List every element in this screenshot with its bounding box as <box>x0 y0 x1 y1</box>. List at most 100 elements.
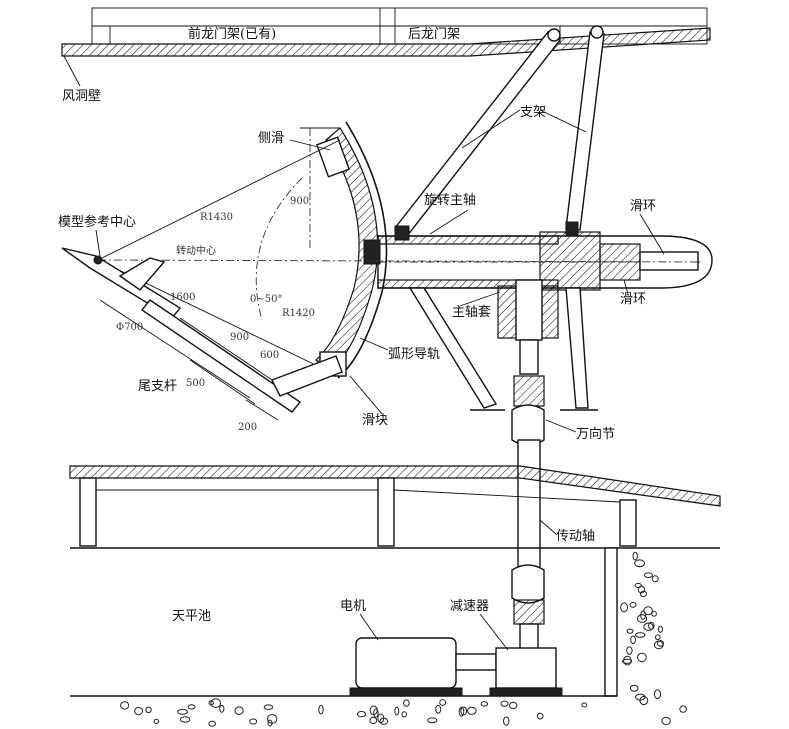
motor-reducer <box>349 637 563 697</box>
gravel-stone <box>509 701 518 710</box>
gravel-stone <box>581 702 588 708</box>
gravel-stone <box>357 710 366 718</box>
diagram-labels: 前龙门架(已有) 后龙门架 风洞壁 支架 侧滑 旋转主轴 滑环 滑环 模型参考中… <box>58 26 656 624</box>
gravel-stone <box>620 602 628 613</box>
gravel-stone <box>648 621 655 630</box>
gravel-stone <box>263 704 274 711</box>
gravel-stone <box>439 699 447 706</box>
tunnel-floor <box>69 465 721 549</box>
gravel-stone <box>630 635 636 645</box>
gravel-stone <box>219 704 225 713</box>
gravel-stone <box>134 707 144 716</box>
gravel-stone <box>626 628 634 634</box>
label-dim-d700: Φ700 <box>116 322 143 333</box>
label-front-gantry: 前龙门架(已有) <box>188 26 276 42</box>
upper-tunnel-wall <box>61 27 711 57</box>
label-support-frame: 支架 <box>520 105 546 120</box>
label-slip-ring-top: 滑环 <box>630 199 656 214</box>
gravel-stone <box>187 704 196 710</box>
gravel-stone <box>427 717 438 724</box>
gravel-stone <box>401 711 408 718</box>
shaft-legs <box>408 279 598 411</box>
gravel-stone <box>394 706 400 716</box>
label-main-shaft-sleeve: 主轴套 <box>452 304 491 320</box>
gravel-stone <box>679 705 687 713</box>
gravel-stone <box>623 655 632 666</box>
arc-guide-rail <box>315 121 388 379</box>
main-shaft-assembly <box>377 221 713 291</box>
label-model-ref-center: 模型参考中心 <box>58 214 136 230</box>
label-tunnel-wall: 风洞壁 <box>62 89 101 104</box>
gravel-stone <box>318 704 324 715</box>
gravel-stone <box>458 706 465 717</box>
label-range-1: R1420 <box>282 308 315 319</box>
gravel-stone <box>480 701 489 707</box>
gravel-stone <box>643 572 653 578</box>
gravel-stone <box>653 689 662 700</box>
gravel-stone <box>210 698 221 708</box>
label-rotation-center: 转动中心 <box>176 244 216 257</box>
label-dim-500: 500 <box>186 378 205 389</box>
label-roll: 侧滑 <box>258 131 284 146</box>
gravel-stone <box>120 701 130 710</box>
gravel-stone <box>629 602 637 608</box>
gravel-stone <box>369 705 378 716</box>
label-dim-200: 200 <box>238 422 257 433</box>
label-dim-900b: 900 <box>230 332 249 343</box>
gravel-stone <box>661 716 671 726</box>
gravel-stone <box>629 684 639 692</box>
label-dim-1600: 1600 <box>170 292 195 303</box>
gravel-stone <box>403 699 410 707</box>
gravel-stone <box>657 640 664 647</box>
gravel-stone <box>249 718 258 725</box>
leader-lines <box>63 55 665 651</box>
gravel-stone <box>640 590 647 598</box>
gravel-stone <box>651 610 657 617</box>
label-range-2: 0~50° <box>250 294 282 305</box>
ground-texture <box>120 551 687 727</box>
label-slip-ring-bottom: 滑环 <box>620 292 646 307</box>
drive-train <box>511 339 545 653</box>
label-tail-sting: 尾支杆 <box>138 379 177 394</box>
gravel-stone <box>153 718 160 725</box>
gravel-stone <box>635 632 646 638</box>
gravel-stone <box>657 625 664 633</box>
gravel-stone <box>208 700 214 706</box>
gravel-stone <box>622 658 633 664</box>
gravel-stone <box>373 708 379 718</box>
gravel-stone <box>643 606 653 616</box>
gravel-stone <box>145 706 152 713</box>
model-and-sting <box>61 247 343 413</box>
gravel-stone <box>655 634 661 641</box>
gravel-stone <box>634 582 642 589</box>
gravel-stone <box>637 652 647 663</box>
label-drive-shaft: 传动轴 <box>556 529 595 544</box>
label-motor: 电机 <box>340 599 366 614</box>
gravel-stone <box>435 704 442 714</box>
label-dim-900: 900 <box>290 196 309 207</box>
label-rear-gantry: 后龙门架 <box>408 27 460 42</box>
gravel-stone <box>626 646 633 655</box>
label-roll-radius: R1430 <box>200 212 233 223</box>
gravel-stone <box>634 559 645 568</box>
gravel-stone <box>467 706 477 715</box>
gravel-stone <box>503 716 510 726</box>
gravel-stone <box>500 700 509 707</box>
gravel-stone <box>377 713 385 724</box>
gravel-stone <box>536 712 544 720</box>
gravel-stone <box>234 706 244 716</box>
gravel-stone <box>177 708 188 715</box>
gravel-stone <box>651 575 659 583</box>
angle-arcs <box>255 127 340 321</box>
gravel-stone <box>637 614 648 623</box>
label-dim-600: 600 <box>260 350 279 361</box>
gravel-stone <box>653 640 664 650</box>
label-arc-guide: 弧形导轨 <box>388 347 440 362</box>
label-universal-joint: 万向节 <box>576 426 615 442</box>
gravel-stone <box>267 719 273 727</box>
gravel-stone <box>643 622 654 631</box>
gravel-stone <box>179 716 191 723</box>
gravel-stone <box>639 695 649 706</box>
